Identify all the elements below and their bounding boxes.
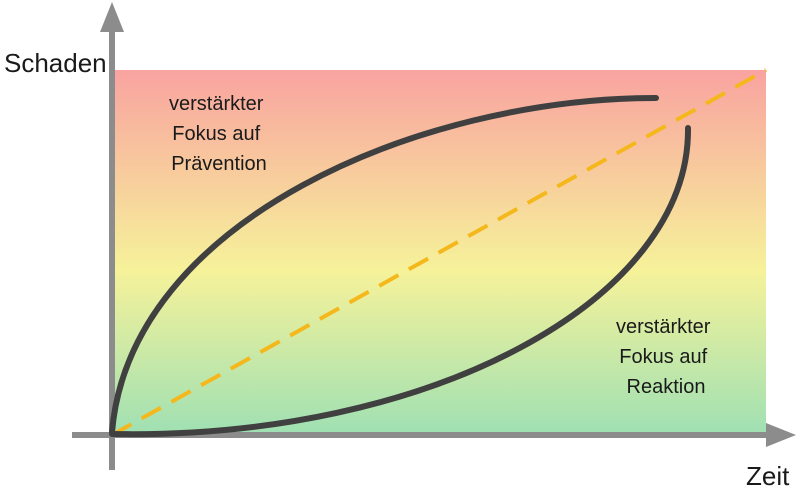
reaction-label: verstärkter Fokus auf Reaktion xyxy=(616,316,716,398)
prevention-label-line-3: Prävention xyxy=(171,153,267,175)
prevention-label: verstärkter Fokus auf Prävention xyxy=(169,93,269,175)
dashed-diagonal-line xyxy=(111,68,767,437)
prevention-label-line-2: Fokus auf xyxy=(172,123,260,145)
reaction-label-line-1: verstärkter xyxy=(616,316,711,338)
prevention-curve xyxy=(109,95,659,435)
x-axis-arrow-icon xyxy=(766,423,796,447)
x-axis-label: Zeit xyxy=(746,461,790,491)
reaction-label-line-3: Reaktion xyxy=(627,376,706,398)
reaction-curve xyxy=(109,125,692,438)
reaction-label-line-2: Fokus auf xyxy=(619,346,707,368)
y-axis-arrow-icon xyxy=(100,2,124,32)
prevention-label-line-1: verstärkter xyxy=(169,93,264,115)
y-axis-label: Schaden xyxy=(4,48,107,78)
